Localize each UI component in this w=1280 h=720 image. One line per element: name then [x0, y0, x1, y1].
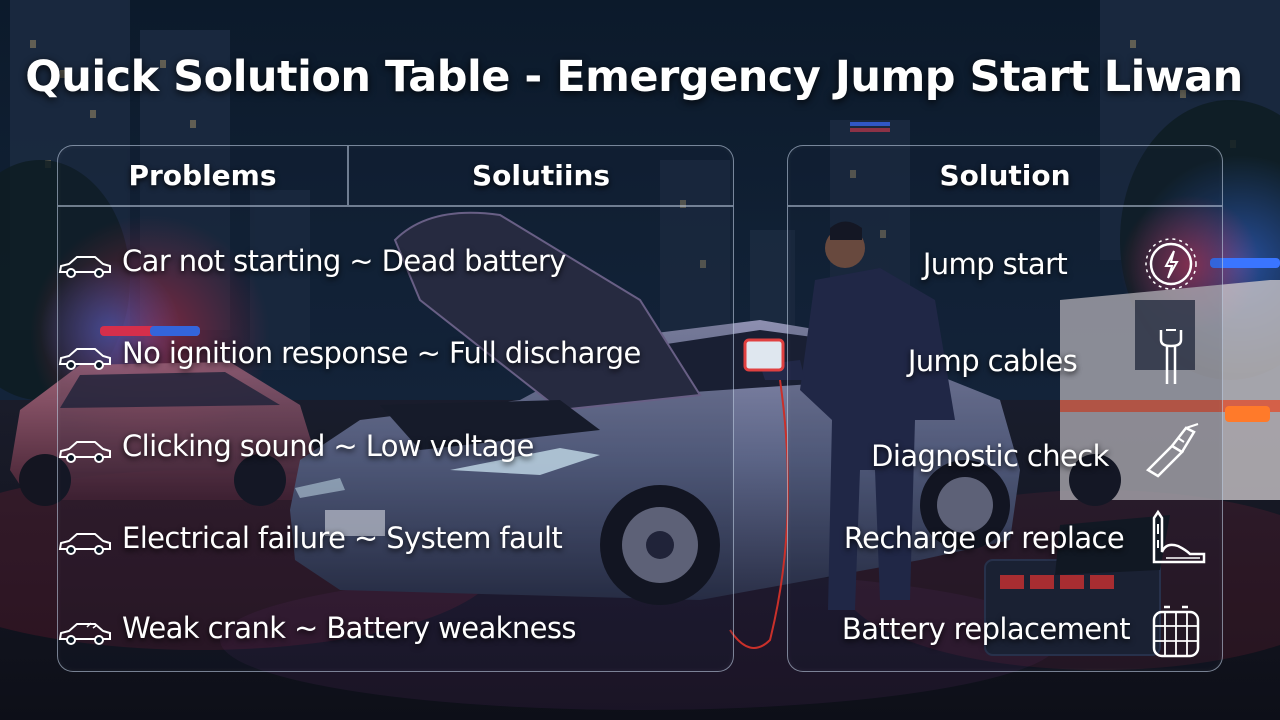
problem-text: Car not starting ~ Dead battery [122, 244, 566, 278]
page-title: Quick Solution Table - Emergency Jump St… [25, 52, 1243, 102]
car-icon [58, 441, 111, 463]
car-icon [58, 622, 111, 645]
header-divider [58, 205, 733, 207]
problem-text: Clicking sound ~ Low voltage [122, 429, 534, 463]
problem-text: Electrical failure ~ System fault [122, 521, 563, 555]
problems-solutions-table: Problems Solutiins [57, 145, 734, 672]
solution-table: Solution [787, 145, 1223, 672]
gauge-bolt-icon [1145, 238, 1197, 290]
header-divider [788, 205, 1222, 207]
problem-text: No ignition response ~ Full discharge [122, 336, 641, 370]
solution-text: Recharge or replace [843, 521, 1125, 555]
wrench-icon [1159, 329, 1183, 384]
problem-text: Weak crank ~ Battery weakness [122, 611, 576, 645]
solution-text: Diagnostic check [871, 439, 1109, 473]
solution-header: Solution [939, 159, 1071, 192]
car-icon [58, 533, 111, 555]
battery-charger-icon [1152, 509, 1206, 564]
car-icon [58, 348, 111, 370]
solutions-header: Solutiins [471, 159, 611, 192]
solution-text: Battery replacement [841, 612, 1131, 646]
jumper-clamp-icon [1145, 423, 1199, 478]
solution-text: Jump cables [907, 344, 1078, 378]
solution-text: Jump start [922, 247, 1068, 281]
column-divider [347, 146, 349, 205]
problems-header: Problems [128, 159, 277, 192]
car-icon [58, 256, 111, 278]
battery-grid-icon [1152, 605, 1200, 658]
